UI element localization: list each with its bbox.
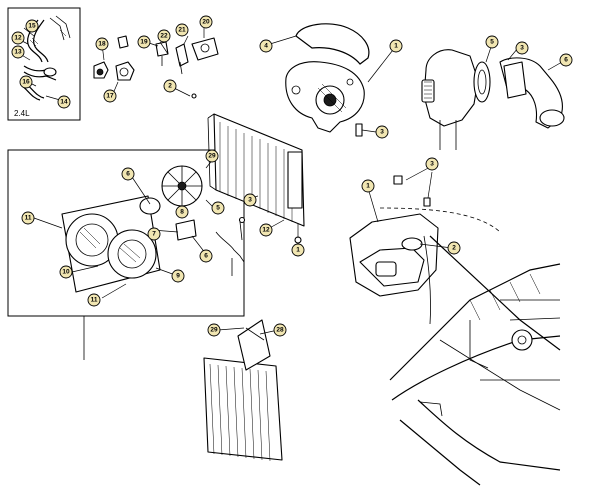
- callout-3: 3: [515, 41, 529, 55]
- fan-wiring: [215, 216, 246, 276]
- svg-text:22: 22: [160, 33, 168, 40]
- svg-text:11: 11: [25, 215, 32, 222]
- callout-3: 3: [243, 193, 257, 207]
- radiator: [207, 113, 305, 244]
- svg-text:6: 6: [204, 253, 208, 260]
- coolant-reservoir: [349, 175, 439, 325]
- svg-text:3: 3: [248, 197, 252, 204]
- svg-text:10: 10: [62, 269, 70, 276]
- callout-7: 7: [147, 227, 161, 241]
- sensor-parts-group: [93, 35, 219, 99]
- callout-15: 15: [25, 19, 39, 33]
- svg-text:1: 1: [296, 247, 300, 254]
- svg-text:11: 11: [91, 297, 98, 304]
- callout-29: 29: [207, 323, 221, 337]
- callout-1: 1: [389, 39, 403, 53]
- callout-22: 22: [157, 29, 171, 43]
- svg-text:9: 9: [176, 273, 180, 280]
- svg-text:28: 28: [276, 327, 284, 334]
- callout-13: 13: [11, 45, 25, 59]
- callout-6: 6: [559, 53, 573, 67]
- svg-text:12: 12: [14, 35, 22, 42]
- svg-text:16: 16: [22, 79, 30, 86]
- vehicle-front-structure: [379, 207, 561, 486]
- svg-text:2: 2: [452, 245, 456, 252]
- callout-29: 29: [205, 149, 219, 163]
- svg-text:17: 17: [106, 93, 114, 100]
- svg-text:3: 3: [430, 161, 434, 168]
- svg-text:21: 21: [178, 27, 186, 34]
- callout-16: 16: [19, 75, 33, 89]
- svg-text:4: 4: [264, 43, 268, 50]
- callout-19: 19: [137, 35, 151, 49]
- svg-text:29: 29: [210, 327, 218, 334]
- svg-text:6: 6: [564, 57, 568, 64]
- fan-shroud: [61, 195, 161, 293]
- svg-text:15: 15: [28, 23, 36, 30]
- callout-2: 2: [447, 241, 461, 255]
- callout-3: 3: [425, 157, 439, 171]
- svg-text:1: 1: [366, 183, 370, 190]
- svg-text:7: 7: [152, 231, 156, 238]
- svg-text:8: 8: [180, 209, 184, 216]
- svg-text:18: 18: [98, 41, 106, 48]
- callout-28: 28: [273, 323, 287, 337]
- callout-8: 8: [175, 205, 189, 219]
- thermostat-housing: [421, 49, 565, 150]
- callout-17: 17: [103, 89, 117, 103]
- svg-text:13: 13: [14, 49, 22, 56]
- callout-5: 5: [485, 35, 499, 49]
- callout-1: 1: [361, 179, 375, 193]
- fan-motor: [139, 197, 197, 241]
- callout-11: 11: [21, 211, 35, 225]
- callout-10: 10: [59, 265, 73, 279]
- callout-3: 3: [375, 125, 389, 139]
- svg-text:6: 6: [126, 171, 130, 178]
- svg-text:3: 3: [520, 45, 524, 52]
- svg-text:3: 3: [380, 129, 384, 136]
- inset-2-4l-hoses: 2.4L: [7, 7, 81, 121]
- svg-text:2: 2: [168, 83, 172, 90]
- callout-5: 5: [211, 201, 225, 215]
- fan-module-box: [7, 149, 245, 360]
- water-pump: [285, 23, 370, 137]
- engine-label: 2.4L: [14, 109, 30, 118]
- svg-text:12: 12: [262, 227, 270, 234]
- svg-text:1: 1: [394, 43, 398, 50]
- callout-2: 2: [163, 79, 177, 93]
- svg-text:5: 5: [490, 39, 494, 46]
- callout-21: 21: [175, 23, 189, 37]
- callout-20: 20: [199, 15, 213, 29]
- callout-6: 6: [121, 167, 135, 181]
- fan-blade: [161, 165, 203, 207]
- callout-1: 1: [291, 243, 305, 257]
- callouts: 15 12 13 16 14 18 19 17 22 21 20 2 4 1 5…: [11, 15, 573, 337]
- callout-6: 6: [199, 249, 213, 263]
- ac-condenser: [203, 319, 283, 462]
- callout-12: 12: [11, 31, 25, 45]
- svg-text:19: 19: [140, 39, 148, 46]
- callout-18: 18: [95, 37, 109, 51]
- callout-12: 12: [259, 223, 273, 237]
- callout-4: 4: [259, 39, 273, 53]
- svg-text:20: 20: [202, 19, 210, 26]
- callout-11: 11: [87, 293, 101, 307]
- svg-text:29: 29: [208, 153, 216, 160]
- svg-text:14: 14: [60, 99, 68, 106]
- callout-14: 14: [57, 95, 71, 109]
- callout-9: 9: [171, 269, 185, 283]
- svg-text:5: 5: [216, 205, 220, 212]
